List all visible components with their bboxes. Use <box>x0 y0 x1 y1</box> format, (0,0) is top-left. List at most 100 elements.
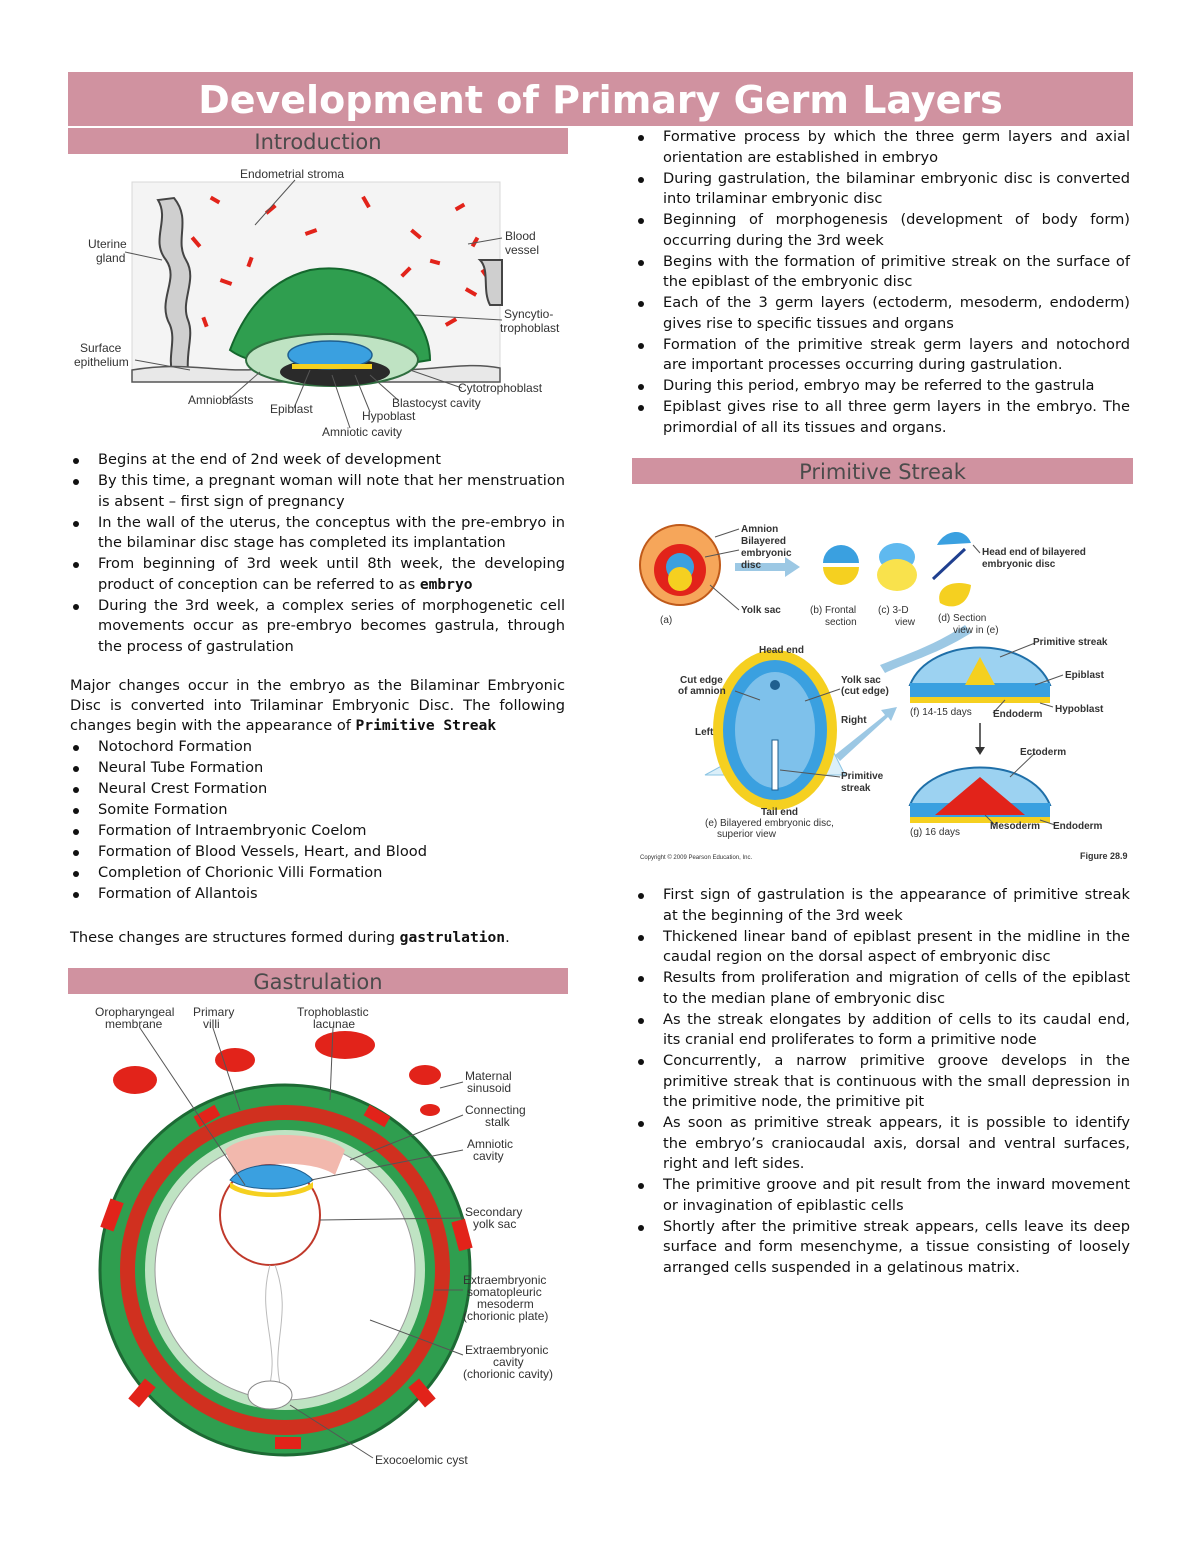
label-d1: (d) Section <box>938 613 986 624</box>
label-primitive: Primitive <box>841 771 884 782</box>
list-item: From beginning of 3rd week until 8th wee… <box>70 554 565 595</box>
label-amnion: Amnion <box>741 524 778 535</box>
label-amniotic-cavity: Amniotic cavity <box>322 425 402 439</box>
primitive-streak-figure: Amnion Bilayered embryonic disc Yolk sac… <box>635 515 1130 865</box>
label-uterine: Uterine <box>88 237 127 251</box>
label-cavity-2: cavity <box>493 1355 524 1369</box>
list-item: By this time, a pregnant woman will note… <box>70 471 565 512</box>
list-item: Formative process by which the three ger… <box>635 127 1130 168</box>
label-a: (a) <box>660 615 672 626</box>
label-bilayered: Bilayered <box>741 536 786 547</box>
emphasis-embryo: embryo <box>419 575 473 593</box>
list-item: In the wall of the uterus, the conceptus… <box>70 513 565 554</box>
label-b2: section <box>825 617 857 628</box>
label-right: Right <box>841 715 867 726</box>
label-left: Left <box>695 727 714 738</box>
gastrulation-bullet-list: Formative process by which the three ger… <box>635 127 1130 439</box>
label-endoderm: Endoderm <box>993 709 1043 720</box>
list-item: During this period, embryo may be referr… <box>635 376 1130 397</box>
label-endometrial-stroma: Endometrial stroma <box>240 167 344 181</box>
label-yolk-sac: yolk sac <box>473 1217 516 1231</box>
label-streak: streak <box>841 783 871 794</box>
label-surface: Surface <box>80 341 122 355</box>
label-head-end-bilayered: Head end of bilayered <box>982 547 1086 558</box>
label-cut-edge: Cut edge <box>680 675 723 686</box>
list-item: Results from proliferation and migration… <box>635 968 1130 1009</box>
label-vessel: vessel <box>505 243 539 257</box>
label-villi: villi <box>203 1017 220 1031</box>
label-amniotic: Amniotic <box>467 1137 513 1151</box>
label-embryonic: embryonic <box>741 548 792 559</box>
label-yolk-sac-2: Yolk sac <box>841 675 881 686</box>
section-header-primitive-streak: Primitive Streak <box>632 458 1133 484</box>
label-trophoblastic: Trophoblastic <box>297 1005 369 1019</box>
section-header-introduction: Introduction <box>68 128 568 154</box>
changes-note: These changes are structures formed duri… <box>70 928 565 948</box>
emphasis-gastrulation: gastrulation <box>399 929 506 946</box>
label-primary: Primary <box>193 1005 234 1019</box>
label-hypoblast: Hypoblast <box>362 409 416 423</box>
label-lacunae: lacunae <box>313 1017 355 1031</box>
label-head-end: Head end <box>759 645 804 656</box>
label-extraembryonic: Extraembryonic <box>463 1273 546 1287</box>
label-cavity: cavity <box>473 1149 504 1163</box>
primitive-streak-bullet-list: First sign of gastrulation is the appear… <box>635 885 1130 1279</box>
list-item: Formation of Blood Vessels, Heart, and B… <box>70 842 565 863</box>
note-text: These changes are structures formed duri… <box>70 929 396 946</box>
list-item: First sign of gastrulation is the appear… <box>635 885 1130 926</box>
label-hypoblast: Hypoblast <box>1055 704 1104 715</box>
section-header-gastrulation: Gastrulation <box>68 968 568 994</box>
label-epiblast: Epiblast <box>1065 670 1105 681</box>
label-amnioblasts: Amnioblasts <box>188 393 253 407</box>
note-end: . <box>505 929 510 946</box>
label-connecting: Connecting <box>465 1103 526 1117</box>
implantation-figure: Endometrial stroma Uterine gland Blood v… <box>70 160 560 445</box>
label-membrane: membrane <box>105 1017 163 1031</box>
label-figure-number: Figure 28.9 <box>1080 851 1128 861</box>
label-tail-end: Tail end <box>761 807 798 818</box>
list-item: Begins at the end of 2nd week of develop… <box>70 450 565 471</box>
label-cut-edge-2: (cut edge) <box>841 686 889 697</box>
label-d2: view in (e) <box>953 625 999 636</box>
label-trophoblast: trophoblast <box>500 321 560 335</box>
list-item: Formation of Intraembryonic Coelom <box>70 821 565 842</box>
introduction-bullet-list: Begins at the end of 2nd week of develop… <box>70 450 565 658</box>
emphasis-primitive-streak: Primitive Streak <box>355 717 497 734</box>
label-stalk: stalk <box>485 1115 511 1129</box>
label-g: (g) 16 days <box>910 827 960 838</box>
list-item: The primitive groove and pit result from… <box>635 1175 1130 1216</box>
list-item: Neural Crest Formation <box>70 779 565 800</box>
label-chorionic-plate: (chorionic plate) <box>463 1309 548 1323</box>
label-gland: gland <box>96 251 125 265</box>
label-epiblast: Epiblast <box>270 402 313 416</box>
list-item: Notochord Formation <box>70 737 565 758</box>
list-item: Beginning of morphogenesis (development … <box>635 210 1130 251</box>
label-f: (f) 14-15 days <box>910 707 972 718</box>
label-blastocyst-cavity: Blastocyst cavity <box>392 396 481 410</box>
label-ectoderm: Ectoderm <box>1020 747 1066 758</box>
list-item: Somite Formation <box>70 800 565 821</box>
list-item: As soon as primitive streak appears, it … <box>635 1113 1130 1175</box>
label-of-amnion: of amnion <box>678 686 726 697</box>
label-secondary: Secondary <box>465 1205 522 1219</box>
label-embryonic-disc: embryonic disc <box>982 559 1056 570</box>
list-item: During the 3rd week, a complex series of… <box>70 596 565 658</box>
label-cytotrophoblast: Cytotrophoblast <box>458 381 543 395</box>
label-c2: view <box>895 617 916 628</box>
label-mesoderm: mesoderm <box>477 1297 534 1311</box>
list-item: Each of the 3 germ layers (ectoderm, mes… <box>635 293 1130 334</box>
label-extraembryonic-2: Extraembryonic <box>465 1343 548 1357</box>
label-oropharyngeal: Oropharyngeal <box>95 1005 174 1019</box>
list-item: Formation of the primitive streak germ l… <box>635 335 1130 376</box>
label-syncytio: Syncytio- <box>504 307 553 321</box>
label-endoderm-2: Endoderm <box>1053 821 1103 832</box>
list-item: Begins with the formation of primitive s… <box>635 252 1130 293</box>
label-blood: Blood <box>505 229 536 243</box>
label-maternal: Maternal <box>465 1069 512 1083</box>
paragraph-text: Major changes occur in the embryo as the… <box>70 677 565 734</box>
list-item: Neural Tube Formation <box>70 758 565 779</box>
label-e1: (e) Bilayered embryonic disc, <box>705 818 834 829</box>
list-item: Thickened linear band of epiblast presen… <box>635 927 1130 968</box>
label-c1: (c) 3-D <box>878 605 909 616</box>
list-item: Epiblast gives rise to all three germ la… <box>635 397 1130 438</box>
